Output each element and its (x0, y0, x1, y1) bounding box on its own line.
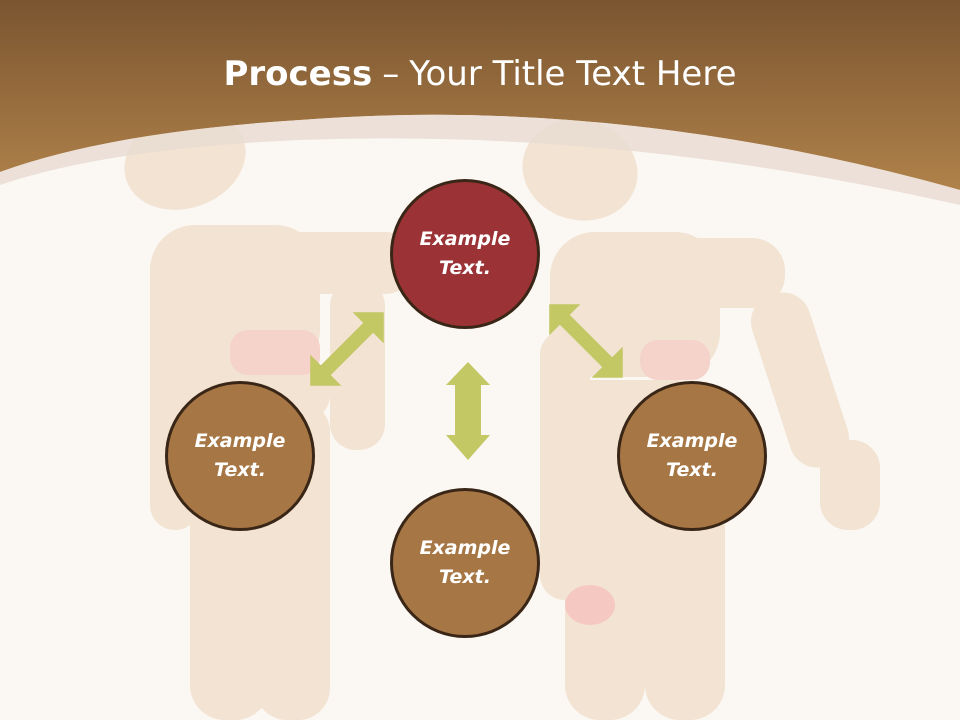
node-label: Example Text. (419, 228, 511, 279)
slide-title: Process–Your Title Text Here (0, 52, 960, 96)
header-band (0, 0, 960, 190)
double-arrow-icon (446, 362, 490, 460)
title-separator: – (382, 54, 400, 94)
process-node-top[interactable]: Example Text. (390, 179, 540, 329)
node-label: Example Text. (194, 430, 286, 481)
title-text: Your Title Text Here (409, 54, 737, 94)
process-node-right[interactable]: Example Text. (617, 381, 767, 531)
header-swoosh (0, 114, 960, 205)
process-node-left[interactable]: Example Text. (165, 381, 315, 531)
mannequin-figures-image (124, 110, 880, 720)
connector-arrows (310, 304, 623, 460)
double-arrow-icon (549, 304, 623, 378)
title-bold: Process (223, 54, 373, 94)
node-label: Example Text. (646, 430, 738, 481)
node-label: Example Text. (419, 537, 511, 588)
process-node-bottom[interactable]: Example Text. (390, 488, 540, 638)
double-arrow-icon (310, 312, 384, 386)
